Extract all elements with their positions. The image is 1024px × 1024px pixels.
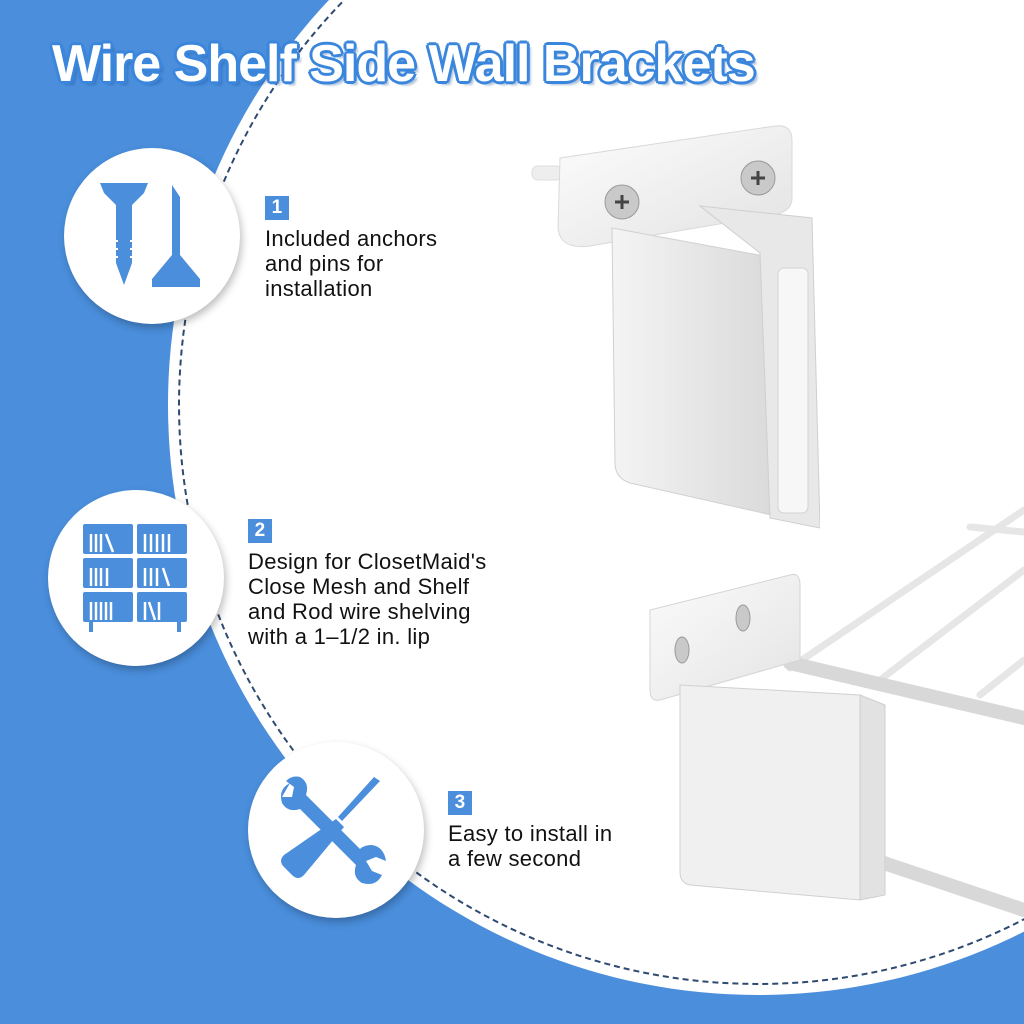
feature-3-icon-circle <box>248 742 424 918</box>
installed-bracket-product-image <box>649 506 1024 917</box>
feature-description: Included anchors and pins for installati… <box>265 226 438 301</box>
feature-3: 3 Easy to install in a few second <box>448 788 612 871</box>
wrench-screwdriver-icon <box>281 776 386 884</box>
bookshelf-icon <box>83 524 187 632</box>
bracket-product-image <box>531 125 820 529</box>
feature-1-icon-circle <box>64 148 240 324</box>
feature-number-badge: 1 <box>265 196 289 220</box>
feature-number-badge: 2 <box>248 519 272 543</box>
feature-2-icon-circle <box>48 490 224 666</box>
feature-number-badge: 3 <box>448 791 472 815</box>
page-title: Wire Shelf Side Wall Brackets <box>52 35 756 93</box>
feature-description: Easy to install in a few second <box>448 821 613 871</box>
feature-2: 2 Design for ClosetMaidʹs Close Mesh and… <box>248 516 487 649</box>
feature-description: Design for ClosetMaidʹs Close Mesh and S… <box>248 549 487 649</box>
feature-1: 1 Included anchors and pins for installa… <box>265 193 437 301</box>
screws-icon <box>100 183 200 287</box>
